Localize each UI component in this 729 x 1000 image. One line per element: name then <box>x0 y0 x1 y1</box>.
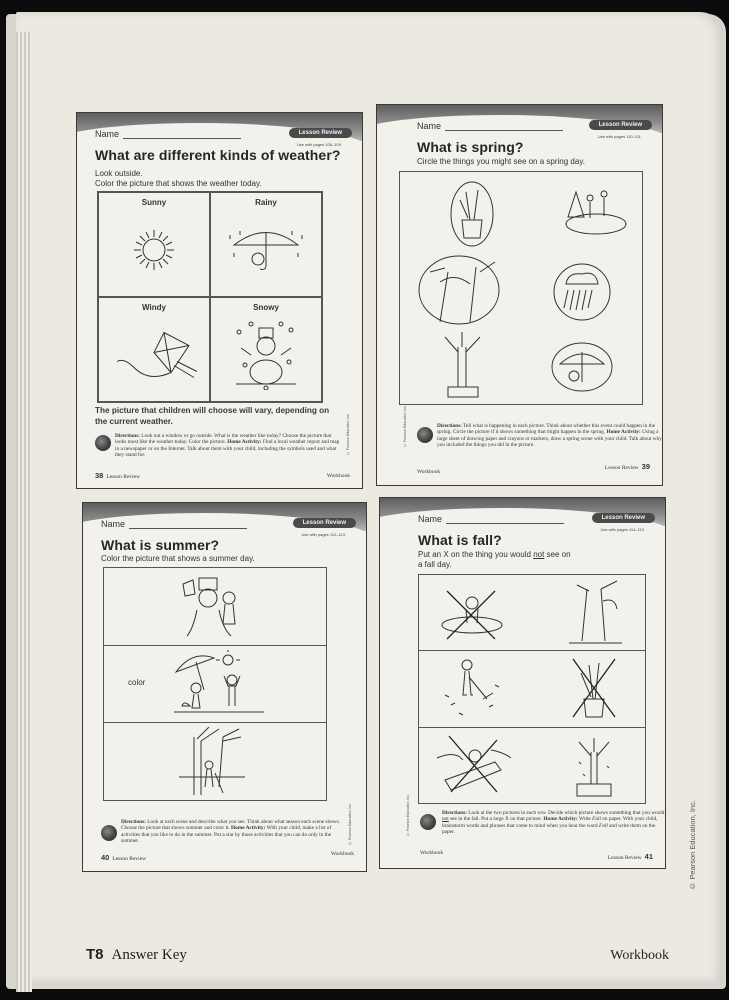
book-footer-right: Workbook <box>610 948 669 963</box>
umbrella-girl-icon <box>551 342 613 392</box>
footer-workbook: Workbook <box>420 850 444 856</box>
page-edges <box>16 32 32 992</box>
row-fall-raking <box>104 723 326 800</box>
lesson-review-badge: Lesson Review <box>591 513 655 523</box>
color-answer-label: color <box>128 677 146 687</box>
book-page-code: T8 <box>86 946 104 963</box>
raking-leaves-icon <box>444 659 500 716</box>
instruction-line-1: Color the picture that shows a summer da… <box>101 554 255 563</box>
tree-falling-leaves-icon <box>576 737 612 797</box>
tree-squirrel-icon <box>569 580 622 644</box>
name-field: Name <box>418 514 565 524</box>
raking-tree-icon <box>179 727 245 796</box>
answer-key-text: The picture that children will choose wi… <box>95 406 330 426</box>
swim-tube-child-crossed-icon <box>441 590 503 640</box>
use-with-pages: Use with pages 114–115. <box>600 527 645 532</box>
row-3 <box>419 728 645 803</box>
row-snowman <box>104 568 326 646</box>
fall-pictures-box <box>418 574 646 804</box>
backpack-icon <box>101 825 117 841</box>
footer-workbook: Workbook <box>330 851 354 857</box>
footer-workbook: Workbook <box>417 469 441 475</box>
cell-windy: Windy <box>98 297 210 402</box>
weather-grid: Sunny Rainy Windy <box>97 191 323 403</box>
directions-note: Directions: Tell what is happening in ea… <box>437 423 662 449</box>
umbrella-girl-icon <box>229 230 303 270</box>
workbook-page-39: Name Lesson Review Use with pages 110–11… <box>376 104 663 486</box>
instruction-line-1: Put an X on the thing you would not see … <box>418 550 571 559</box>
use-with-pages: Use with pages 112–113. <box>301 532 346 537</box>
instruction-line-1: Circle the things you might see on a spr… <box>417 157 585 166</box>
use-with-pages: Use with pages 106–109. <box>296 142 342 147</box>
bird-nest-icon <box>418 255 500 325</box>
sledding-child-crossed-icon <box>436 735 512 793</box>
snow-play-icon <box>565 190 627 235</box>
instruction-line-2: Color the picture that shows the weather… <box>95 179 262 188</box>
cell-rainy: Rainy <box>210 192 322 297</box>
page-title: What is fall? <box>418 532 502 548</box>
row-beach: color <box>104 646 326 724</box>
instruction-line-1: Look outside. <box>95 169 143 178</box>
page-title: What is summer? <box>101 537 220 553</box>
kite-icon <box>116 331 198 378</box>
snowman-icon <box>236 321 296 390</box>
copyright-notice: © Pearson Education, Inc. <box>406 794 410 837</box>
directions-note: Directions: Look at the two pictures in … <box>442 810 665 836</box>
copyright-notice: © Pearson Education, Inc. <box>346 413 350 456</box>
name-field: Name <box>95 129 242 139</box>
summer-pictures-box: color <box>103 567 327 801</box>
backpack-icon <box>417 427 433 443</box>
rain-cloud-icon <box>553 263 611 321</box>
sun-icon <box>134 229 174 270</box>
book-footer-left: T8 Answer Key <box>86 946 187 964</box>
directions-note: Directions: Look at each scene and descr… <box>121 819 340 845</box>
book-section-title: Answer Key <box>111 947 187 963</box>
name-field: Name <box>101 519 248 529</box>
use-with-pages: Use with pages 110–111. <box>597 134 642 139</box>
page-title: What are different kinds of weather? <box>95 147 341 163</box>
snowman-child-icon <box>182 577 236 637</box>
tulip-pot-icon <box>450 181 494 247</box>
backpack-icon <box>420 814 436 830</box>
cell-snowy: Snowy <box>210 297 322 402</box>
bare-tree-icon <box>444 332 481 398</box>
backpack-icon <box>95 435 111 451</box>
cell-sunny: Sunny <box>98 192 210 297</box>
workbook-page-38: Name Lesson Review Use with pages 106–10… <box>76 112 363 489</box>
workbook-page-40: Name Lesson Review Use with pages 112–11… <box>82 502 367 872</box>
lesson-review-badge: Lesson Review <box>288 128 352 138</box>
beach-children-icon <box>174 649 264 713</box>
name-field: Name <box>417 121 564 131</box>
row-1 <box>419 575 645 652</box>
lesson-review-badge: Lesson Review <box>292 518 356 528</box>
copyright-notice: © Pearson Education, Inc. <box>348 803 352 846</box>
book-copyright: © Pearson Education, Inc. <box>688 800 697 891</box>
lesson-review-badge: Lesson Review <box>588 120 652 130</box>
spring-pictures-box <box>399 171 643 405</box>
row-2 <box>419 651 645 728</box>
directions-note: Directions: Look out a window or go outs… <box>115 433 340 459</box>
workbook-page-41: Name Lesson Review Use with pages 114–11… <box>379 497 666 869</box>
footer-workbook: Workbook <box>326 473 350 479</box>
instruction-line-2: a fall day. <box>418 560 452 569</box>
page-title: What is spring? <box>417 139 524 155</box>
tulips-pot-crossed-icon <box>572 658 616 718</box>
copyright-notice: © Pearson Education, Inc. <box>403 405 407 448</box>
